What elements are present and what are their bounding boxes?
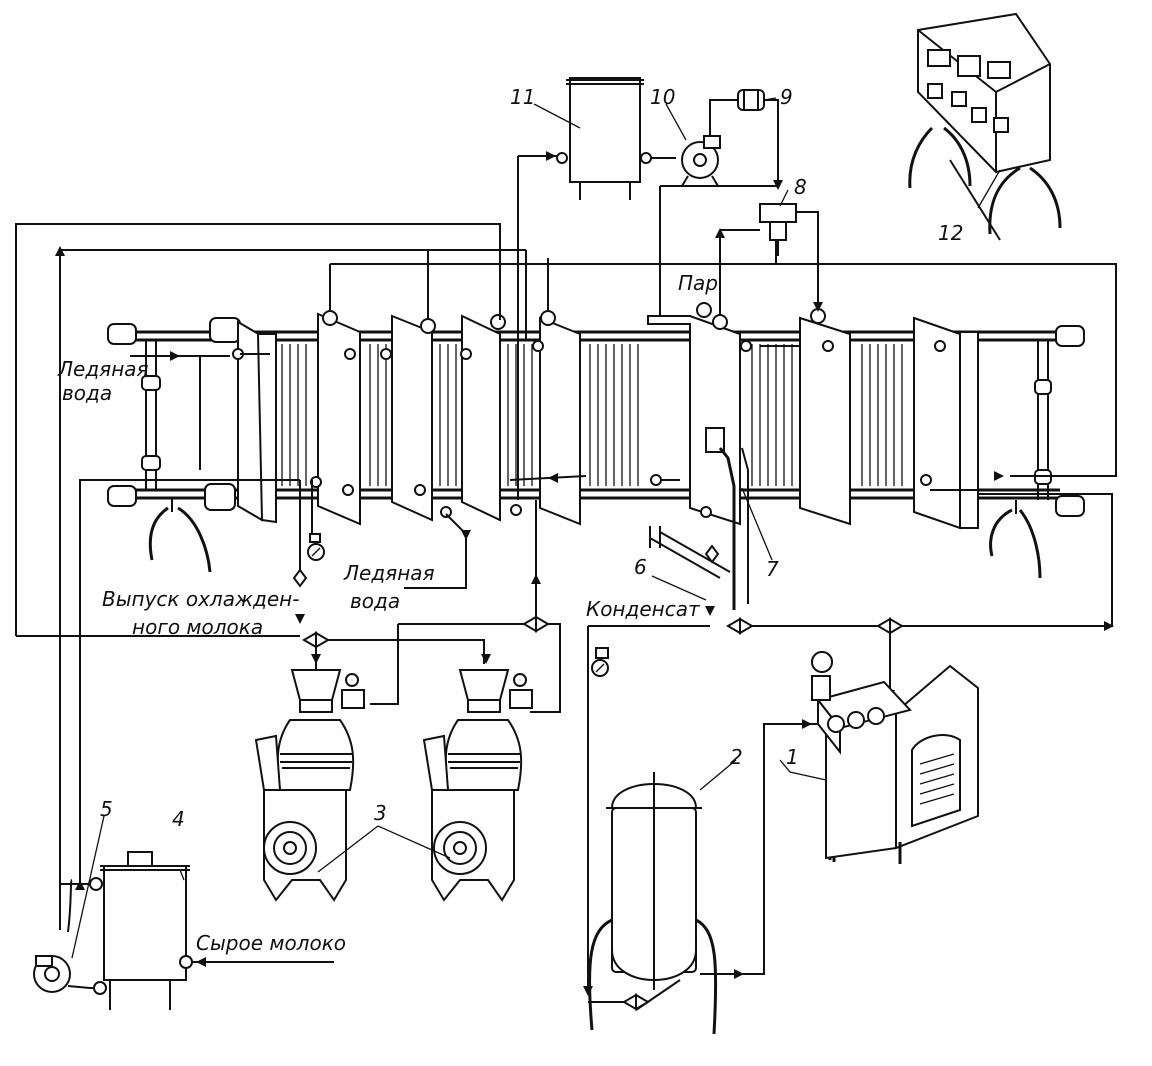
hot-water-tank-2 xyxy=(588,772,718,1035)
label-ice-water-left-2: вода xyxy=(62,381,112,405)
separator-3-right xyxy=(422,669,533,902)
plate-heat-exchanger xyxy=(107,302,1085,610)
number-12: 12 xyxy=(938,221,963,245)
raw-milk-tank-4 xyxy=(89,851,193,1010)
piping-network xyxy=(15,99,1117,1011)
label-ice-water-mid-1: Ледяная xyxy=(343,561,435,585)
number-9: 9 xyxy=(780,85,793,109)
number-6: 6 xyxy=(634,555,647,579)
number-8: 8 xyxy=(794,175,807,199)
label-ice-water-left-1: Ледяная xyxy=(57,357,149,381)
label-cooled-milk-1: Выпуск охлажден- xyxy=(102,587,299,611)
number-3: 3 xyxy=(374,801,387,825)
separator-3-left xyxy=(254,640,365,902)
balance-tank-11 xyxy=(556,77,652,200)
heater-unit-1 xyxy=(811,651,979,864)
label-steam: Пар xyxy=(678,271,718,295)
label-raw-milk: Сырое молоко xyxy=(196,931,346,955)
return-valve-8 xyxy=(759,203,797,256)
number-4: 4 xyxy=(172,807,185,831)
number-7: 7 xyxy=(766,557,779,581)
label-cooled-milk-2: ного молока xyxy=(132,615,263,639)
flow-indicator-9 xyxy=(737,89,765,111)
pump-10 xyxy=(680,135,721,187)
control-panel-12 xyxy=(908,12,1062,241)
number-1: 1 xyxy=(786,745,799,769)
number-2: 2 xyxy=(730,745,743,769)
flow-arrows xyxy=(55,151,1114,996)
raw-milk-pump-5 xyxy=(33,955,91,993)
number-11: 11 xyxy=(510,85,535,109)
number-10: 10 xyxy=(650,85,675,109)
text-labels: Ледяная вода Ледяная вода Пар Конденсат … xyxy=(57,85,963,955)
label-condensate: Конденсат xyxy=(586,597,701,621)
number-5: 5 xyxy=(100,797,113,821)
label-ice-water-mid-2: вода xyxy=(350,589,400,613)
leader-lines xyxy=(71,97,1001,959)
